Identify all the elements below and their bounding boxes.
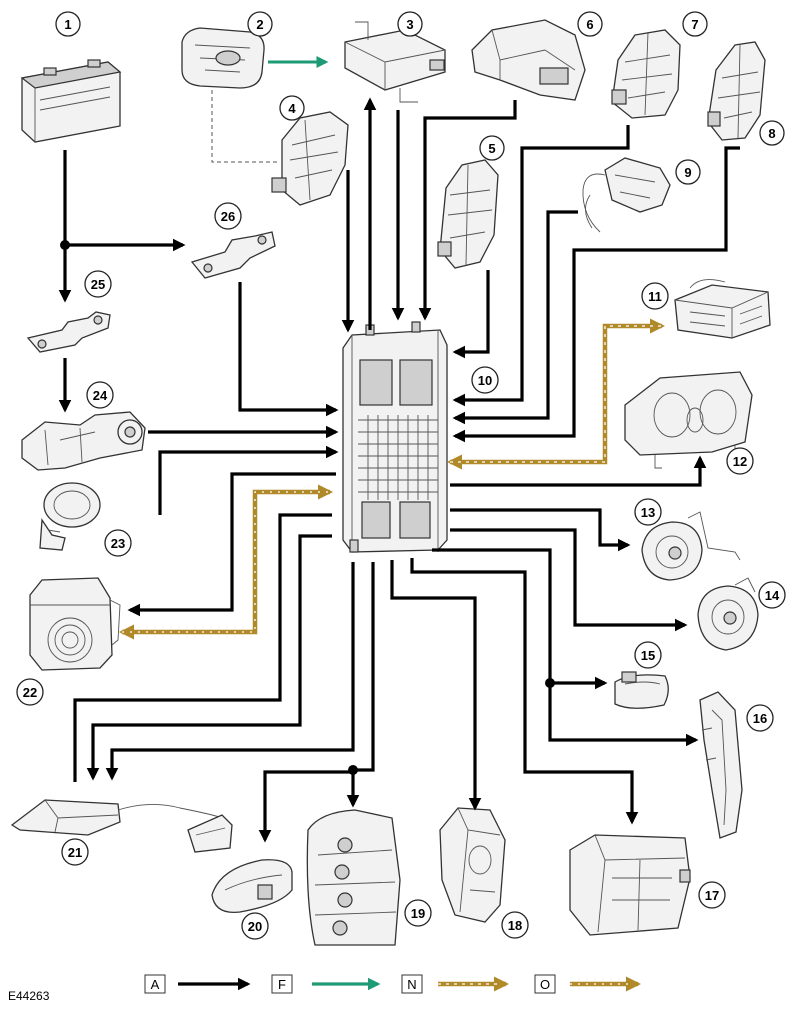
- horn-13: [641, 511, 741, 581]
- callout-labels: 1 2 3 4 5 6 7 8 9 10 11 12 13 14 15 16 1…: [16, 11, 786, 940]
- clockspring-23: [39, 482, 101, 551]
- svg-text:2: 2: [256, 17, 263, 32]
- callout-15: 15: [634, 641, 662, 669]
- svg-text:N: N: [407, 977, 416, 992]
- fuse-link-25: [26, 311, 111, 353]
- headlamp-17: [569, 834, 691, 936]
- actuator-9: [582, 157, 671, 233]
- legend-item-n: N: [401, 974, 510, 994]
- callout-22: 22: [16, 678, 44, 706]
- control-module-3: [344, 21, 446, 103]
- svg-text:13: 13: [641, 505, 655, 520]
- callout-11: 11: [641, 282, 669, 310]
- bracket-6: [471, 19, 586, 101]
- callout-10: 10: [471, 366, 499, 394]
- svg-text:3: 3: [406, 17, 413, 32]
- svg-text:1: 1: [64, 17, 71, 32]
- svg-text:F: F: [278, 977, 286, 992]
- door-latch-7: [611, 29, 681, 119]
- callout-18: 18: [501, 911, 529, 939]
- svg-text:8: 8: [768, 126, 775, 141]
- svg-text:25: 25: [91, 277, 105, 292]
- remote-key: [181, 27, 265, 89]
- side-repeater-15: [614, 671, 669, 709]
- callout-17: 17: [698, 881, 726, 909]
- svg-text:7: 7: [691, 17, 698, 32]
- svg-text:20: 20: [248, 919, 262, 934]
- svg-text:O: O: [540, 977, 550, 992]
- door-latch-8: [707, 41, 766, 141]
- can-bus-network: [118, 318, 666, 640]
- svg-text:10: 10: [478, 373, 492, 388]
- svg-text:17: 17: [705, 888, 719, 903]
- legend-item-f: F: [271, 974, 381, 994]
- svg-text:6: 6: [586, 17, 593, 32]
- svg-text:16: 16: [753, 711, 767, 726]
- svg-text:24: 24: [93, 388, 108, 403]
- svg-text:A: A: [151, 977, 160, 992]
- horn-14: [697, 577, 759, 651]
- ignition-switch-24: [21, 411, 146, 471]
- svg-text:19: 19: [411, 906, 425, 921]
- svg-text:21: 21: [68, 845, 82, 860]
- callout-19: 19: [404, 899, 432, 927]
- door-latch-5: [437, 159, 499, 269]
- callout-5: 5: [479, 135, 505, 161]
- central-junction-box: [342, 321, 448, 553]
- callout-2: 2: [247, 11, 273, 37]
- svg-text:18: 18: [508, 918, 522, 933]
- svg-text:23: 23: [111, 536, 125, 551]
- fuse-box-11: [674, 279, 771, 339]
- callout-25: 25: [84, 270, 112, 298]
- figure-id: E44263: [8, 989, 50, 1003]
- legend-item-a: A: [144, 974, 251, 994]
- legend: A F N O: [144, 974, 642, 994]
- legend-item-o: O: [534, 974, 642, 994]
- callout-3: 3: [397, 11, 423, 37]
- key-to-latch-dashed-link: [211, 90, 278, 163]
- callout-20: 20: [241, 912, 269, 940]
- svg-text:22: 22: [23, 685, 37, 700]
- svg-text:15: 15: [641, 648, 655, 663]
- svg-text:9: 9: [684, 165, 691, 180]
- callout-23: 23: [104, 529, 132, 557]
- callout-1: 1: [55, 11, 81, 37]
- callout-7: 7: [682, 11, 708, 37]
- antenna-21: [10, 799, 233, 853]
- callout-9: 9: [675, 159, 701, 185]
- fuse-link-26: [190, 231, 276, 279]
- callout-13: 13: [634, 498, 662, 526]
- callout-8: 8: [759, 120, 785, 146]
- callout-24: 24: [86, 381, 114, 409]
- callout-6: 6: [577, 11, 603, 37]
- callout-16: 16: [746, 704, 774, 732]
- turn-lamp-16: [699, 691, 743, 839]
- svg-text:11: 11: [648, 289, 662, 304]
- callout-14: 14: [758, 581, 786, 609]
- rear-lamp-19: [306, 809, 401, 946]
- callout-4: 4: [279, 95, 305, 121]
- svg-text:14: 14: [765, 588, 780, 603]
- lamp-unit-18: [439, 807, 506, 923]
- battery: [20, 59, 122, 143]
- callout-21: 21: [61, 838, 89, 866]
- callout-12: 12: [726, 447, 754, 475]
- door-latch-4: [271, 111, 349, 206]
- callout-26: 26: [214, 202, 242, 230]
- plate-lamp-20: [211, 859, 293, 914]
- svg-text:26: 26: [221, 209, 235, 224]
- svg-text:4: 4: [288, 101, 296, 116]
- svg-text:12: 12: [733, 454, 747, 469]
- svg-text:5: 5: [488, 141, 495, 156]
- sounder-22: [29, 577, 121, 671]
